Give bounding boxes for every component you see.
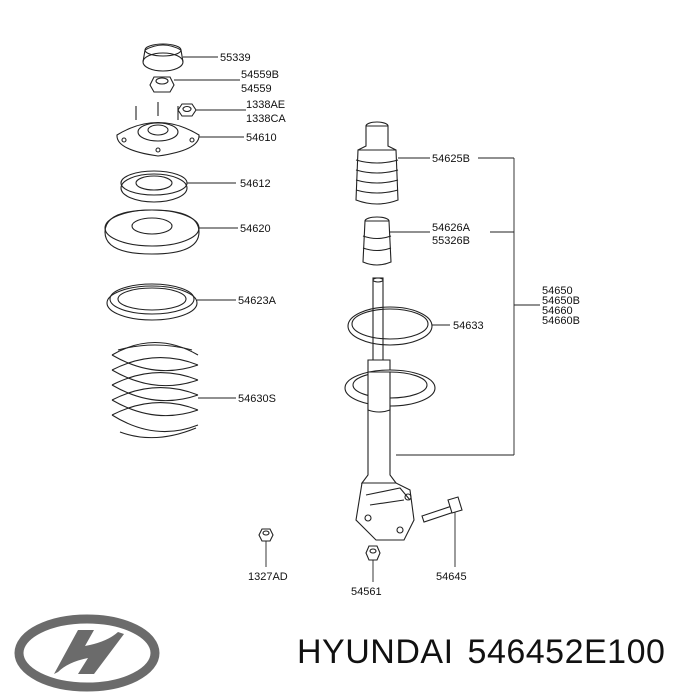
coil-spring-54630S xyxy=(111,341,199,439)
label-1338AE: 1338AE xyxy=(246,99,285,111)
bump-stopper-54626A xyxy=(362,216,392,266)
lock-nut-54559 xyxy=(149,76,175,93)
spring-upper-seat-54620 xyxy=(104,209,200,255)
brand-name: HYUNDAI xyxy=(297,633,454,671)
strut-bearing-54612 xyxy=(120,170,188,203)
spring-lower-pad-54633 xyxy=(347,306,433,346)
flange-nut-1338AE xyxy=(177,103,197,117)
label-54559B: 54559B xyxy=(241,69,279,81)
label-55326B: 55326B xyxy=(432,235,470,247)
label-54625B: 54625B xyxy=(432,153,470,165)
nut-1327AD xyxy=(258,528,274,542)
label-54633: 54633 xyxy=(453,320,484,332)
label-54620: 54620 xyxy=(240,223,271,235)
strut-body xyxy=(344,359,436,541)
spring-pad-54623A xyxy=(106,283,198,321)
label-54610: 54610 xyxy=(246,132,277,144)
dust-boot-54625B xyxy=(355,121,399,205)
nut-54561 xyxy=(365,545,381,561)
part-number: 546452E100 xyxy=(467,633,666,671)
label-54650: 54650 xyxy=(542,285,573,297)
label-54561: 54561 xyxy=(351,586,382,598)
hyundai-logo-icon xyxy=(14,614,160,692)
label-1327AD: 1327AD xyxy=(248,571,288,583)
label-54650B: 54650B xyxy=(542,295,580,307)
label-54660: 54660 xyxy=(542,305,573,317)
part-caption: HYUNDAI 546452E100 xyxy=(297,633,679,672)
bolt-54645 xyxy=(421,496,463,523)
label-54559: 54559 xyxy=(241,83,272,95)
label-54623A: 54623A xyxy=(238,295,277,307)
label-54612: 54612 xyxy=(240,178,271,190)
label-54630S: 54630S xyxy=(238,393,276,405)
strut-mount-54610 xyxy=(116,102,200,157)
leader-lines xyxy=(174,56,540,582)
dust-cap-55339 xyxy=(142,43,184,72)
label-1338CA: 1338CA xyxy=(246,113,286,125)
label-55339: 55339 xyxy=(220,52,251,64)
label-54626A: 54626A xyxy=(432,222,471,234)
piston-rod xyxy=(372,277,384,374)
label-54645: 54645 xyxy=(436,571,467,583)
label-54660B: 54660B xyxy=(542,315,580,327)
